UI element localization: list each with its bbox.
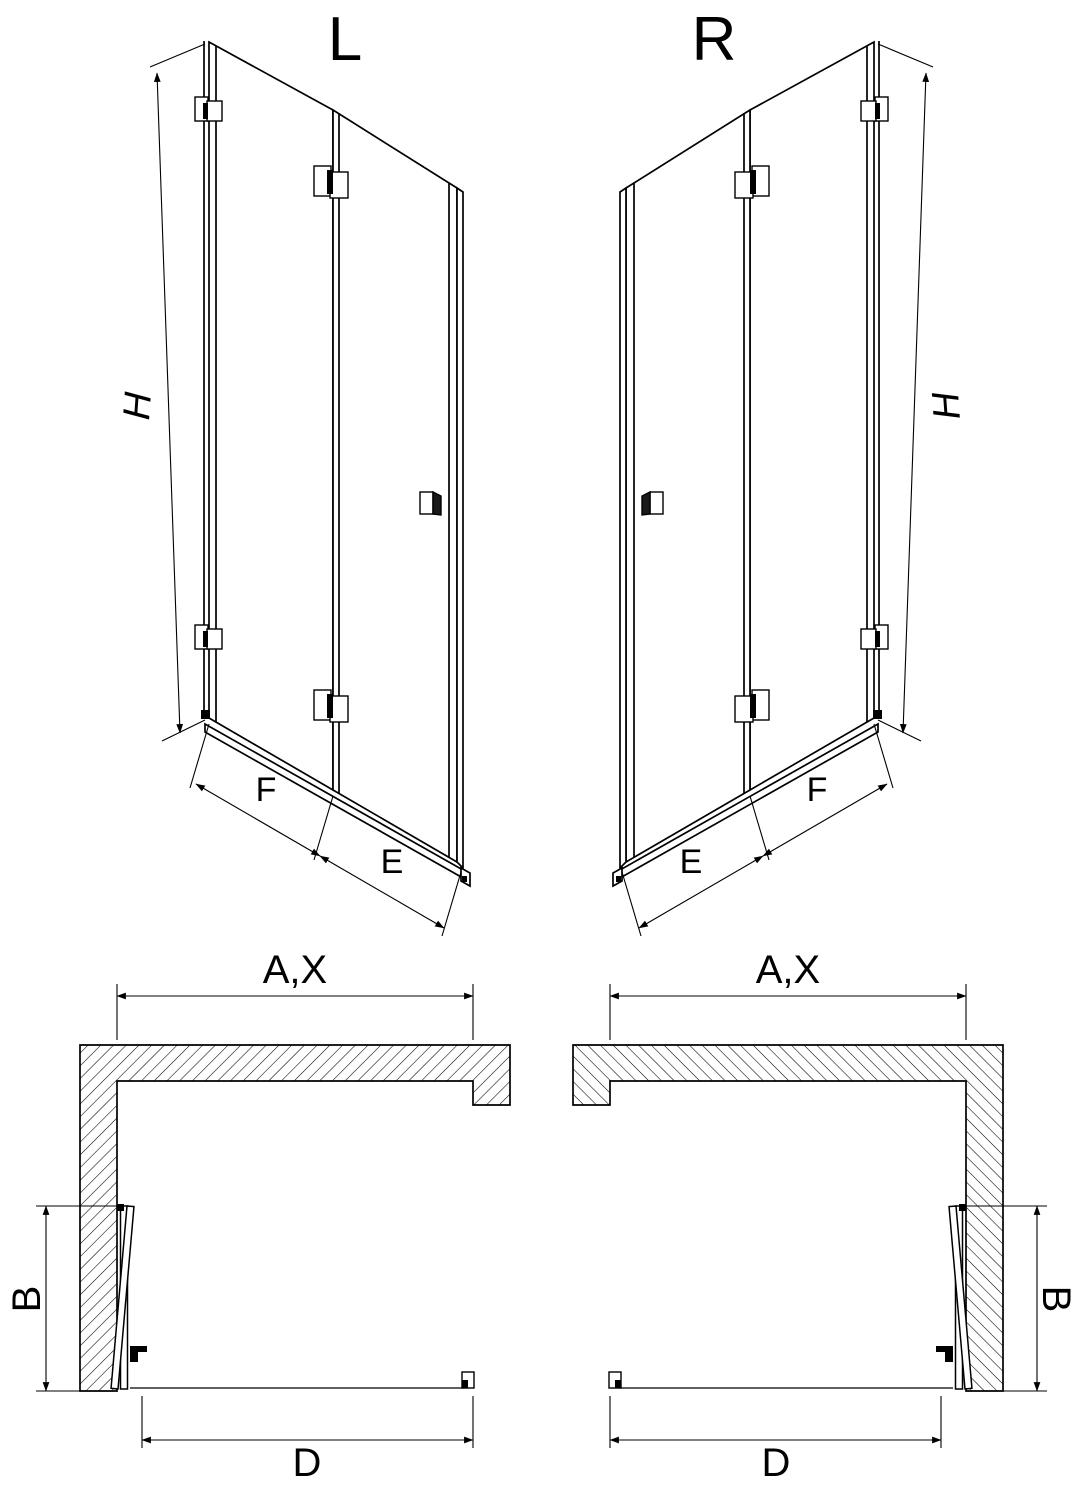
left-door-perspective-view [150, 41, 470, 936]
right-door-perspective-view [613, 41, 933, 936]
dimension-label-b-right: B [1034, 1286, 1078, 1313]
dimension-label-f-left: F [256, 771, 277, 809]
dimension-label-height-left: H [116, 390, 160, 421]
dimension-label-f-right: F [807, 771, 828, 809]
dimension-label-d-left: D [293, 1441, 322, 1485]
left-variant-title: L [328, 5, 362, 74]
dimension-label-b-left: B [5, 1286, 49, 1313]
dimension-label-ax-left: A,X [263, 948, 327, 992]
right-variant-title: R [692, 5, 737, 74]
left-plan-view [36, 984, 510, 1448]
dimension-label-height-right: H [925, 390, 969, 421]
dimension-label-ax-right: A,X [756, 948, 820, 992]
dimension-label-d-right: D [762, 1441, 791, 1485]
dimension-label-e-left: E [381, 843, 404, 881]
right-plan-view [573, 984, 1047, 1448]
dimension-label-e-right: E [680, 843, 703, 881]
